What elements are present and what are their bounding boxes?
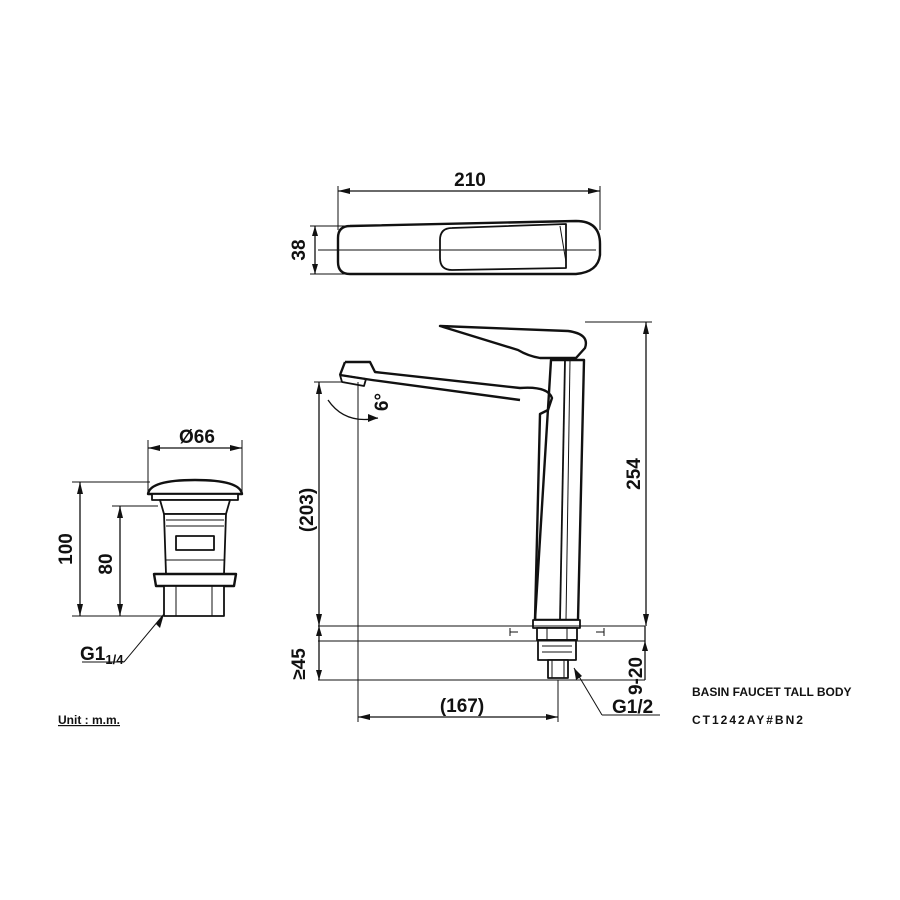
drain-view: Ø66 100 80 G11/4 — [56, 427, 244, 667]
drain-thread-label: G11/4 — [80, 644, 124, 667]
faucet-body — [533, 358, 586, 622]
dim-9-20: 9-20 — [626, 657, 647, 695]
dim-66: Ø66 — [179, 427, 215, 448]
faucet-front-view: 254 (203) 6° ≥45 9-20 (167) G1/2 — [289, 321, 660, 722]
dim-254: 254 — [624, 458, 645, 490]
drain-thread-frac: 1/4 — [105, 652, 124, 667]
inlet-nipple — [547, 659, 569, 679]
drain-thread-main: G1 — [80, 644, 106, 665]
base-flange — [532, 619, 581, 629]
model-code: CT1242AY#BN2 — [692, 713, 805, 727]
top-view: 210 38 — [289, 170, 602, 276]
dim-6-degree: 6° — [372, 393, 393, 411]
dim-38: 38 — [289, 239, 310, 260]
lever-handle — [438, 324, 588, 360]
top-view-outline — [336, 219, 602, 276]
product-name: BASIN FAUCET TALL BODY — [692, 685, 852, 699]
unit-note: Unit : m.m. — [58, 713, 120, 727]
drain-tail — [163, 585, 225, 617]
dim-210: 210 — [454, 170, 486, 191]
inlet-thread-label: G1/2 — [612, 697, 653, 718]
dim-167: (167) — [440, 696, 484, 717]
dim-45: ≥45 — [289, 648, 310, 680]
dim-100: 100 — [56, 533, 77, 565]
dim-203: (203) — [297, 488, 318, 532]
dim-80: 80 — [96, 553, 117, 574]
drain-cap — [146, 478, 244, 496]
